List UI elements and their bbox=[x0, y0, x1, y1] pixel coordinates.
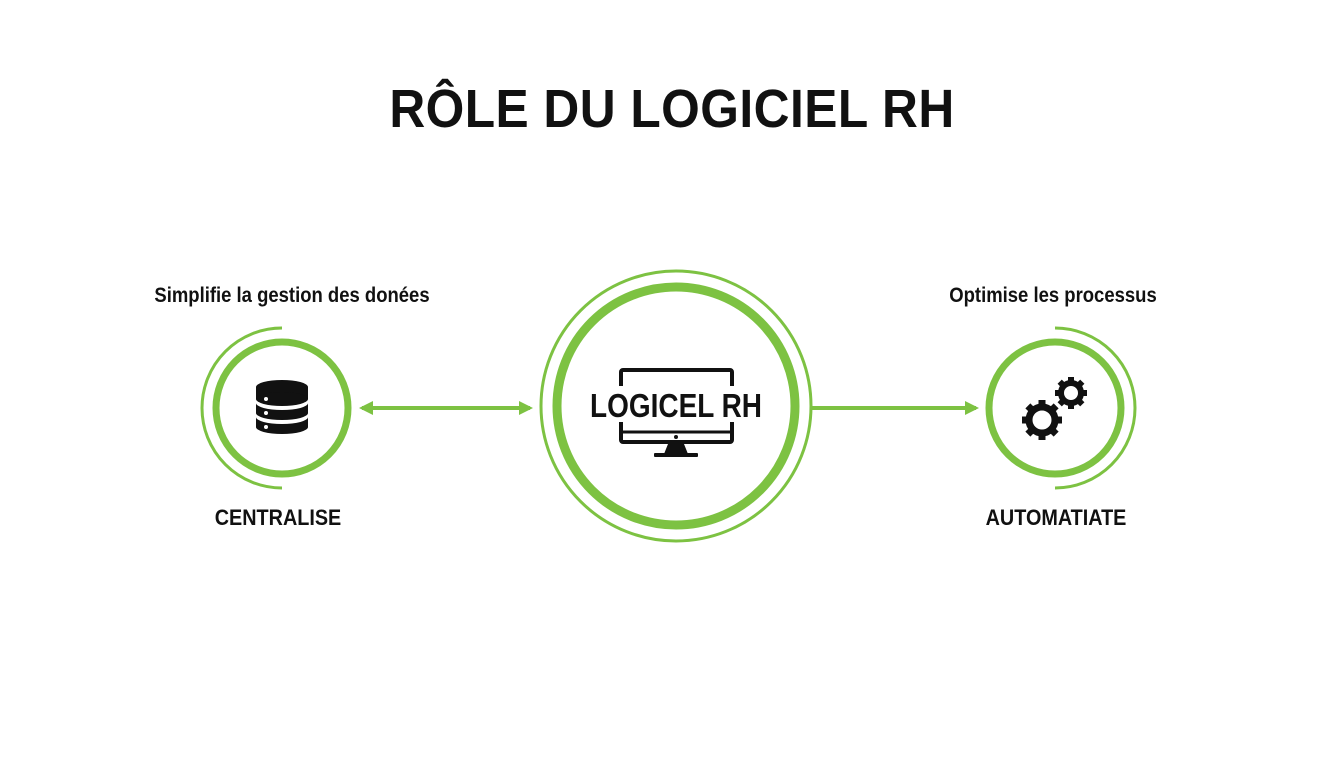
database-icon bbox=[256, 380, 308, 434]
right-node bbox=[985, 326, 1137, 490]
center-node-outer-ring bbox=[539, 269, 813, 543]
center-node: LOGICEL RH bbox=[539, 269, 813, 543]
monitor-icon bbox=[588, 368, 764, 457]
gears-icon bbox=[1022, 377, 1087, 440]
right-node-outer-arc bbox=[1054, 326, 1137, 490]
left-node-ring bbox=[212, 338, 352, 478]
left-node bbox=[200, 326, 352, 490]
left-node-outer-arc bbox=[200, 326, 283, 490]
left-node-description: Simplifie la gestion des donées bbox=[154, 284, 430, 307]
right-node-description: Optimise les processus bbox=[949, 284, 1157, 307]
page-title: RÔLE DU LOGICIEL RH bbox=[389, 79, 955, 139]
right-node-name: AUTOMATIATE bbox=[985, 505, 1127, 530]
left-node-name: CENTRALISE bbox=[214, 505, 342, 530]
center-node-label: LOGICEL RH bbox=[590, 387, 762, 424]
